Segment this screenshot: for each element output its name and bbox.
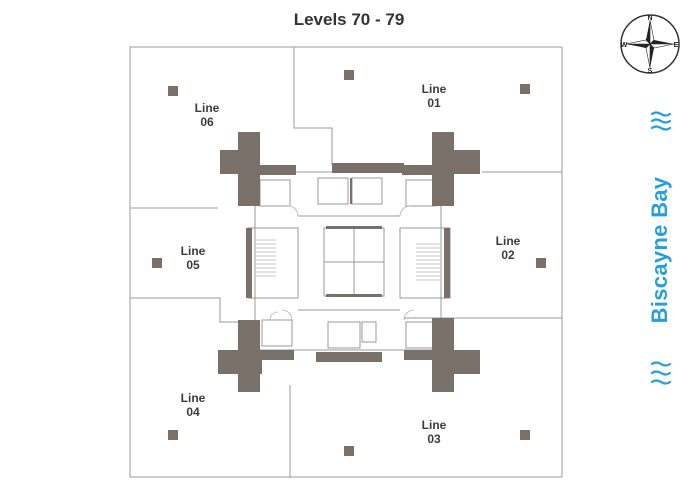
compass-e: E <box>674 42 679 49</box>
unit-label-05: Line 05 <box>180 244 206 272</box>
page-title: Levels 70 - 79 <box>293 10 405 29</box>
stairs-right <box>416 243 440 281</box>
compass-w: W <box>621 42 628 49</box>
unit-label-06: Line 06 <box>194 101 220 129</box>
water-label-group: Biscayne Bay <box>642 110 678 390</box>
unit-label-03: Line 03 <box>421 418 447 446</box>
compass-n: N <box>647 15 652 22</box>
compass-s: S <box>648 68 653 75</box>
waves-bottom-icon <box>650 361 672 385</box>
structural-columns <box>218 132 480 392</box>
column-markers <box>152 70 546 456</box>
stairs-left <box>256 239 276 277</box>
waves-top-icon <box>650 111 672 131</box>
water-label: Biscayne Bay <box>647 176 672 324</box>
unit-label-01: Line 01 <box>421 82 447 110</box>
unit-label-02: Line 02 <box>495 234 521 262</box>
compass-icon: N S W E <box>620 14 680 75</box>
door-swings <box>269 205 415 321</box>
unit-label-04: Line 04 <box>180 391 206 419</box>
